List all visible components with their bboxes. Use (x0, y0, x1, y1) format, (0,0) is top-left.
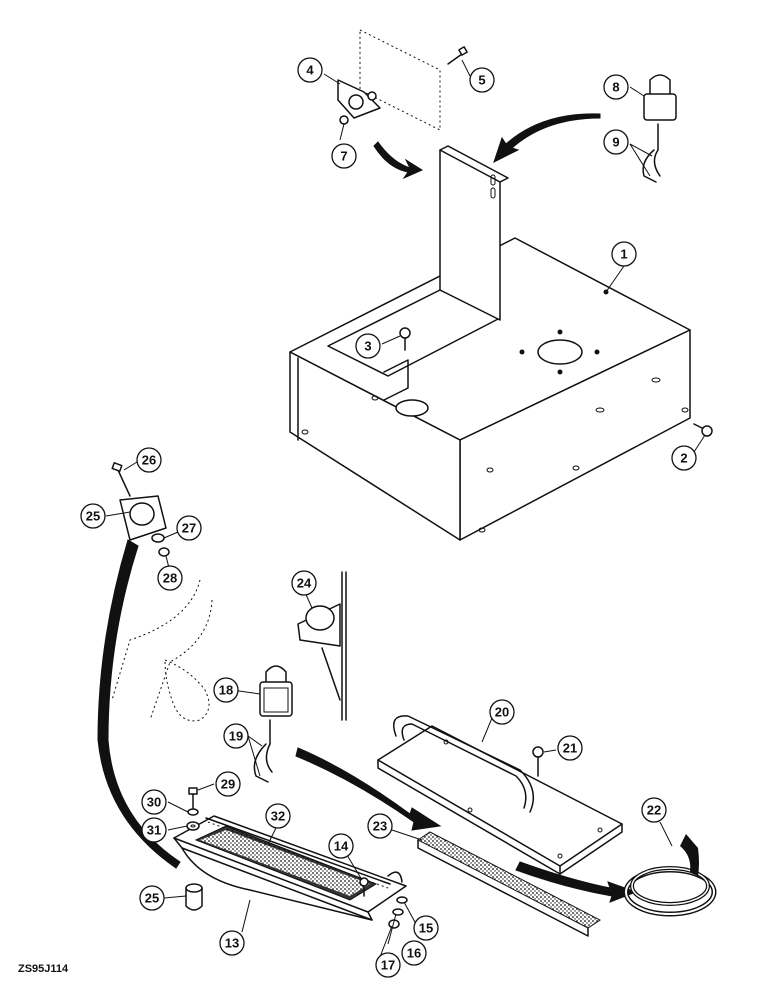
callout-23: 23 (367, 813, 393, 839)
washer-part-16 (392, 908, 404, 916)
mat-part-13 (173, 815, 407, 921)
arrow-to-lid-right (493, 113, 601, 163)
screw-part-7 (339, 115, 349, 125)
arrow-lock-to-plate (295, 747, 442, 831)
cable-coil-part-22 (623, 834, 717, 917)
washer-part-31 (186, 821, 200, 831)
svg-text:16: 16 (407, 946, 421, 961)
callout-3: 3 (355, 333, 381, 359)
bolt-part-29 (188, 787, 198, 809)
strap-part (97, 539, 181, 869)
bolt-part-26 (111, 462, 131, 497)
svg-text:26: 26 (142, 453, 156, 468)
callout-13: 13 (219, 930, 245, 956)
svg-text:27: 27 (182, 521, 196, 536)
latch-plate-ghost (359, 29, 441, 131)
callout-7: 7 (331, 143, 357, 169)
callout-32: 32 (265, 803, 291, 829)
callout-20: 20 (489, 699, 515, 725)
svg-text:30: 30 (147, 795, 161, 810)
svg-text:13: 13 (225, 936, 239, 951)
svg-text:1: 1 (620, 247, 627, 262)
callout-1: 1 (611, 241, 637, 267)
bolt-part-5 (447, 46, 468, 65)
callout-22: 22 (641, 797, 667, 823)
callout-2: 2 (671, 445, 697, 471)
spring-part-15 (387, 871, 408, 904)
bumper-part-25-upper (119, 495, 167, 541)
cover-housing (289, 145, 691, 541)
svg-text:25: 25 (145, 891, 159, 906)
callout-15: 15 (413, 915, 439, 941)
svg-text:22: 22 (647, 803, 661, 818)
svg-text:28: 28 (163, 571, 177, 586)
bumper-part-25-lower (185, 883, 203, 911)
svg-text:17: 17 (381, 958, 395, 973)
svg-text:8: 8 (612, 80, 619, 95)
figure-code: ZS95J114 (18, 963, 69, 975)
callout-17: 17 (375, 952, 401, 978)
washer-part-27 (151, 533, 165, 543)
screw-part-21 (532, 746, 544, 777)
svg-text:21: 21 (563, 741, 577, 756)
plate-part-20 (377, 715, 623, 875)
svg-text:3: 3 (364, 339, 371, 354)
svg-text:18: 18 (219, 683, 233, 698)
padlock-part-18 (259, 665, 293, 717)
callout-8: 8 (603, 74, 629, 100)
washer-part-30 (187, 808, 199, 816)
callout-25-lower: 25 (139, 885, 165, 911)
svg-text:23: 23 (373, 819, 387, 834)
seal-strip-part-23 (417, 831, 601, 937)
svg-text:24: 24 (297, 576, 312, 591)
callout-5: 5 (469, 67, 495, 93)
svg-text:2: 2 (680, 451, 687, 466)
callout-9: 9 (603, 129, 629, 155)
callout-25-upper: 25 (80, 503, 106, 529)
svg-text:5: 5 (478, 73, 485, 88)
svg-text:14: 14 (334, 839, 349, 854)
bracket-part-24 (297, 571, 347, 721)
callout-30: 30 (141, 789, 167, 815)
svg-text:19: 19 (229, 729, 243, 744)
callout-26: 26 (136, 447, 162, 473)
callout-14: 14 (328, 833, 354, 859)
padlock-part-8 (643, 74, 677, 121)
svg-text:7: 7 (340, 149, 347, 164)
svg-text:29: 29 (221, 777, 235, 792)
nut-part-28 (158, 547, 170, 557)
screw-part-2 (693, 423, 713, 437)
callout-24: 24 (291, 570, 317, 596)
screw-part-3 (399, 327, 411, 351)
callout-16: 16 (401, 940, 427, 966)
callout-18: 18 (213, 677, 239, 703)
arrow-to-lid-left (373, 141, 424, 180)
svg-text:15: 15 (419, 921, 433, 936)
svg-text:4: 4 (306, 63, 314, 78)
callout-4: 4 (297, 57, 323, 83)
svg-text:20: 20 (495, 705, 509, 720)
chain-part-9 (642, 123, 661, 183)
callout-19: 19 (223, 723, 249, 749)
svg-text:25: 25 (86, 509, 100, 524)
svg-text:31: 31 (147, 823, 161, 838)
callout-31: 31 (141, 817, 167, 843)
callout-29: 29 (215, 771, 241, 797)
callout-27: 27 (176, 515, 202, 541)
svg-text:9: 9 (612, 135, 619, 150)
svg-text:32: 32 (271, 809, 285, 824)
chain-part-19 (253, 719, 273, 783)
callout-28: 28 (157, 565, 183, 591)
callout-21: 21 (557, 735, 583, 761)
arrow-to-cable (515, 861, 638, 903)
latch-part (337, 79, 381, 119)
